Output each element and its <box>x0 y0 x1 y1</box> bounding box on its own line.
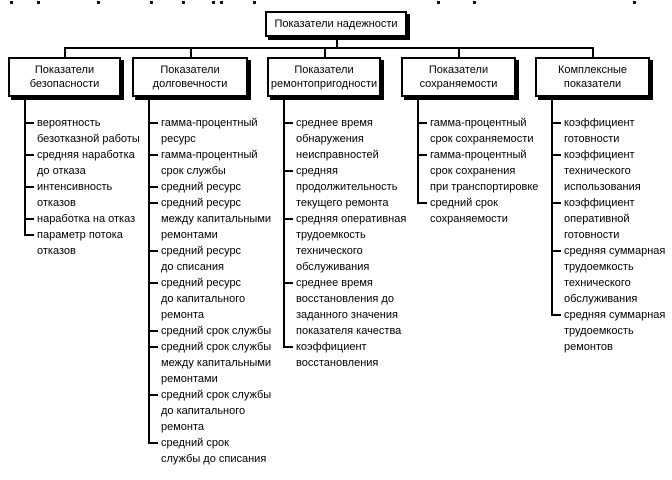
cropped-text-artifact <box>97 1 100 4</box>
cropped-text-artifact <box>150 1 153 4</box>
branch-storability-indicators: Показатели сохраняемости гамма-процентны… <box>401 57 538 227</box>
leaf-item: средняя суммарная трудоемкость ремонтов <box>551 307 672 355</box>
leaf-item: средний срок службы до капитального ремо… <box>148 387 288 435</box>
leaf-item: средний срок службы между капитальными р… <box>148 339 288 387</box>
cropped-text-artifact <box>220 1 223 4</box>
connector-stub-durability <box>190 47 192 57</box>
leaf-list-safety: вероятность безотказной работы средняя н… <box>24 115 164 259</box>
cropped-text-artifact <box>212 1 215 4</box>
leaf-item: наработка на отказ <box>24 211 164 227</box>
cropped-text-artifact <box>437 1 440 4</box>
leaf-item: средняя суммарная трудоемкость техническ… <box>551 243 672 307</box>
connector-stub-safety <box>64 47 66 57</box>
cropped-text-artifact <box>633 1 636 4</box>
cropped-text-artifact <box>10 1 13 4</box>
branch-label: Показатели долговечности <box>152 64 228 90</box>
branch-node-durability: Показатели долговечности <box>132 57 248 97</box>
branch-stub <box>417 97 419 115</box>
branch-label: Показатели безопасности <box>29 64 100 90</box>
branch-stub <box>551 97 553 115</box>
leaf-item: интенсивность отказов <box>24 179 164 211</box>
leaf-item: средний ресурс между капитальными ремонт… <box>148 195 288 243</box>
leaf-item: средний срок службы до списания <box>148 435 288 467</box>
branch-stub <box>148 97 150 115</box>
connector-root-trunk <box>336 37 338 47</box>
leaf-item: среднее время восстановления до заданног… <box>283 275 423 339</box>
leaf-list-maintainability: среднее время обнаружения неисправностей… <box>283 115 423 371</box>
cropped-text-artifact <box>253 1 256 4</box>
leaf-item: гамма-процентный срок сохранения при тра… <box>417 147 557 195</box>
connector-stub-complex <box>592 47 594 57</box>
leaf-item: средний срок службы <box>148 323 288 339</box>
leaf-list-storability: гамма-процентный срок сохраняемости гамм… <box>417 115 557 227</box>
leaf-item: средний ресурс до списания <box>148 243 288 275</box>
branch-node-storability: Показатели сохраняемости <box>401 57 516 97</box>
leaf-list-durability: гамма-процентный ресурс гамма-процентный… <box>148 115 288 467</box>
leaf-item: коэффициент оперативной готовности <box>551 195 672 243</box>
branch-node-maintainability: Показатели ремонтопригодности <box>267 57 381 97</box>
branch-label: Показатели ремонтопригодности <box>270 64 378 90</box>
leaf-item: средняя продолжительность текущего ремон… <box>283 163 423 211</box>
leaf-item: средняя оперативная трудоемкость техниче… <box>283 211 423 275</box>
branch-complex-indicators: Комплексные показатели коэффициент готов… <box>535 57 665 355</box>
leaf-item: коэффициент готовности <box>551 115 672 147</box>
leaf-item: средняя наработка до отказа <box>24 147 164 179</box>
leaf-item: средний ресурс <box>148 179 288 195</box>
cropped-text-artifact <box>37 1 40 4</box>
cropped-text-artifact <box>182 1 185 4</box>
leaf-item: среднее время обнаружения неисправностей <box>283 115 423 163</box>
leaf-item: средний срок сохраняемости <box>417 195 557 227</box>
leaf-list-complex: коэффициент готовности коэффициент техни… <box>551 115 672 355</box>
leaf-item: параметр потока отказов <box>24 227 164 259</box>
branch-safety-indicators: Показатели безопасности вероятность безо… <box>8 57 140 259</box>
branch-durability-indicators: Показатели долговечности гамма-процентны… <box>132 57 271 467</box>
connector-stub-maintainability <box>324 47 326 57</box>
branch-node-safety: Показатели безопасности <box>8 57 121 97</box>
root-node-label: Показатели надежности <box>274 17 398 30</box>
connector-horizontal-bar <box>64 47 594 49</box>
root-node-reliability-indicators: Показатели надежности <box>265 11 407 37</box>
leaf-item: вероятность безотказной работы <box>24 115 164 147</box>
connector-stub-storability <box>458 47 460 57</box>
leaf-item: гамма-процентный срок сохраняемости <box>417 115 557 147</box>
leaf-item: средний ресурс до капитального ремонта <box>148 275 288 323</box>
leaf-item: гамма-процентный ресурс <box>148 115 288 147</box>
leaf-item: коэффициент технического использования <box>551 147 672 195</box>
branch-stub <box>283 97 285 115</box>
branch-label: Показатели сохраняемости <box>419 64 498 90</box>
branch-maintainability-indicators: Показатели ремонтопригодности среднее вр… <box>267 57 406 371</box>
leaf-item: гамма-процентный срок службы <box>148 147 288 179</box>
leaf-item: коэффициент восстановления <box>283 339 423 371</box>
branch-stub <box>24 97 26 115</box>
cropped-text-artifact <box>473 1 476 4</box>
branch-node-complex: Комплексные показатели <box>535 57 650 97</box>
branch-label: Комплексные показатели <box>557 64 628 90</box>
